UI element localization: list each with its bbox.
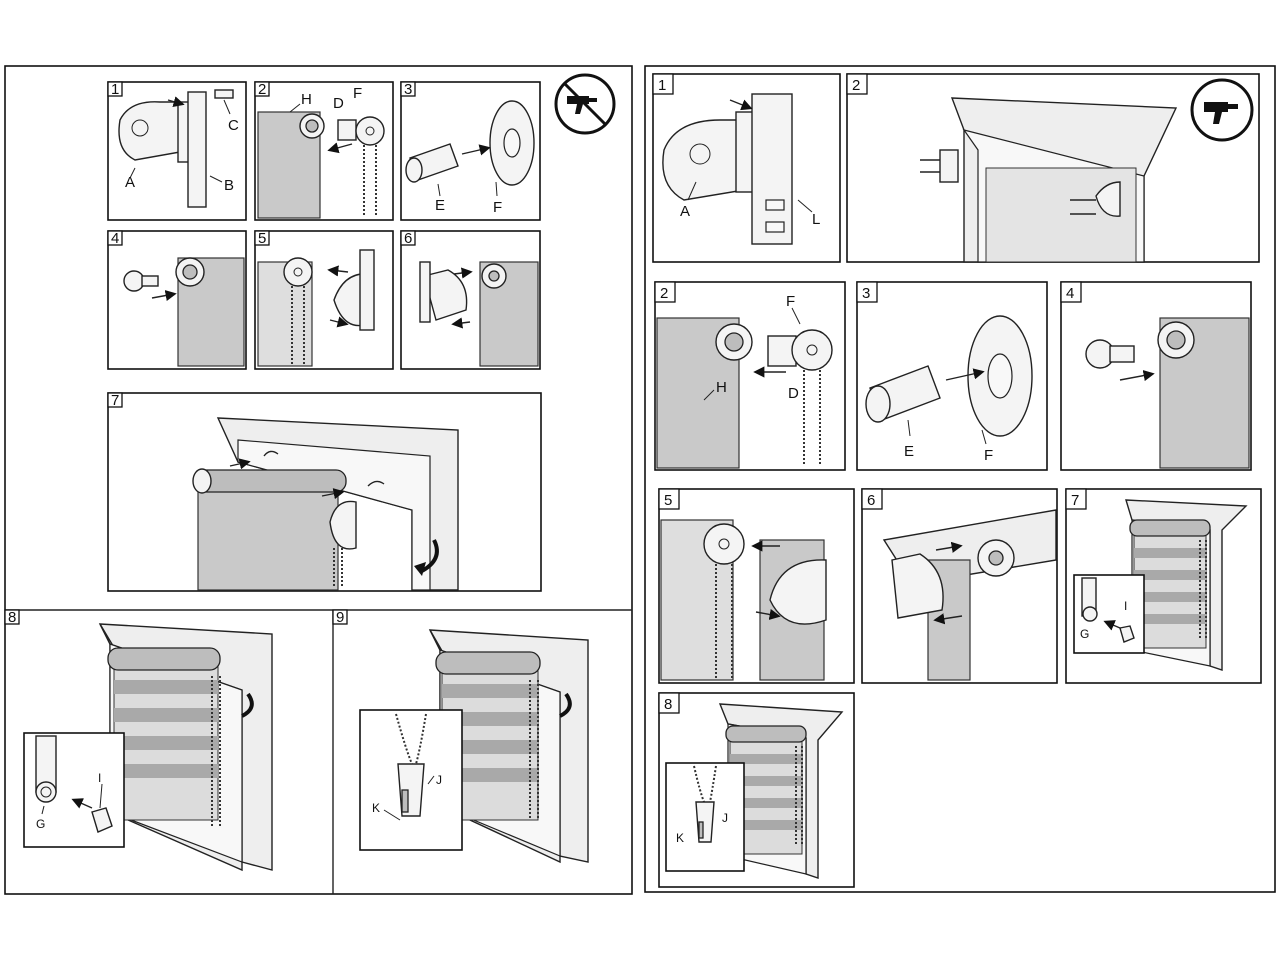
left-panel-7: 7 xyxy=(107,392,542,592)
part-label: F xyxy=(353,85,362,102)
part-label: H xyxy=(301,91,312,108)
step-number: 2 xyxy=(258,81,266,98)
left-panel-8: 8 G I xyxy=(4,609,273,872)
part-label: F xyxy=(493,199,502,216)
right-panel-5: 5 xyxy=(658,488,855,684)
part-label: C xyxy=(228,117,239,134)
part-label: B xyxy=(224,177,234,194)
right-panel-4: 4 xyxy=(1060,281,1252,471)
right-panel-2: 2 xyxy=(846,73,1260,263)
step-number: 4 xyxy=(1066,285,1074,302)
right-panel-2b: 2 F H D xyxy=(654,281,846,471)
part-label: L xyxy=(812,211,820,228)
step-number: 7 xyxy=(111,392,119,409)
right-panel-6: 6 xyxy=(861,488,1058,684)
right-instruction-sheet: 1 A L 2 xyxy=(644,65,1276,893)
step-number: 2 xyxy=(852,77,860,94)
step-number: 8 xyxy=(8,609,16,626)
step-number: 6 xyxy=(867,492,875,509)
step-number: 3 xyxy=(862,285,870,302)
step-number: 8 xyxy=(664,696,672,713)
step-number: 6 xyxy=(404,230,412,247)
step-number: 5 xyxy=(258,230,266,247)
right-panel-8: 8 K J xyxy=(658,692,855,888)
left-panel-2: 2 H D F xyxy=(254,81,394,221)
step-number: 1 xyxy=(658,77,666,94)
left-panel-1: 1 A B C xyxy=(107,81,247,221)
part-label: G xyxy=(1080,627,1089,641)
part-label: I xyxy=(98,771,101,785)
part-label: K xyxy=(676,831,684,845)
no-drill-icon xyxy=(554,73,616,135)
drill-icon xyxy=(1190,78,1254,142)
part-label: G xyxy=(36,817,45,831)
part-label: F xyxy=(786,293,795,310)
left-panel-9: 9 K J xyxy=(332,609,589,864)
step-number: 1 xyxy=(111,81,119,98)
part-label: H xyxy=(716,379,727,396)
part-label: D xyxy=(788,385,799,402)
step-number: 4 xyxy=(111,230,119,247)
part-label: E xyxy=(435,197,445,214)
right-panel-1: 1 A L xyxy=(652,73,841,263)
left-panel-3: 3 E F xyxy=(400,81,541,221)
part-label: K xyxy=(372,801,380,815)
part-label: I xyxy=(1124,599,1127,613)
left-instruction-sheet: 1 A B C 2 H xyxy=(4,65,633,895)
step-number: 2 xyxy=(660,285,668,302)
part-label: A xyxy=(125,174,135,191)
step-number: 9 xyxy=(336,609,344,626)
part-label: D xyxy=(333,95,344,112)
part-label: J xyxy=(436,773,442,787)
step-number: 7 xyxy=(1071,492,1079,509)
left-panel-4: 4 xyxy=(107,230,247,370)
left-panel-6: 6 xyxy=(400,230,541,370)
left-panel-5: 5 xyxy=(254,230,394,370)
step-number: 3 xyxy=(404,81,412,98)
part-label: A xyxy=(680,203,690,220)
right-panel-7: 7 G I xyxy=(1065,488,1262,684)
step-number: 5 xyxy=(664,492,672,509)
part-label: F xyxy=(984,447,993,464)
part-label: E xyxy=(904,443,914,460)
part-label: J xyxy=(722,811,728,825)
right-panel-3: 3 E F xyxy=(856,281,1048,471)
